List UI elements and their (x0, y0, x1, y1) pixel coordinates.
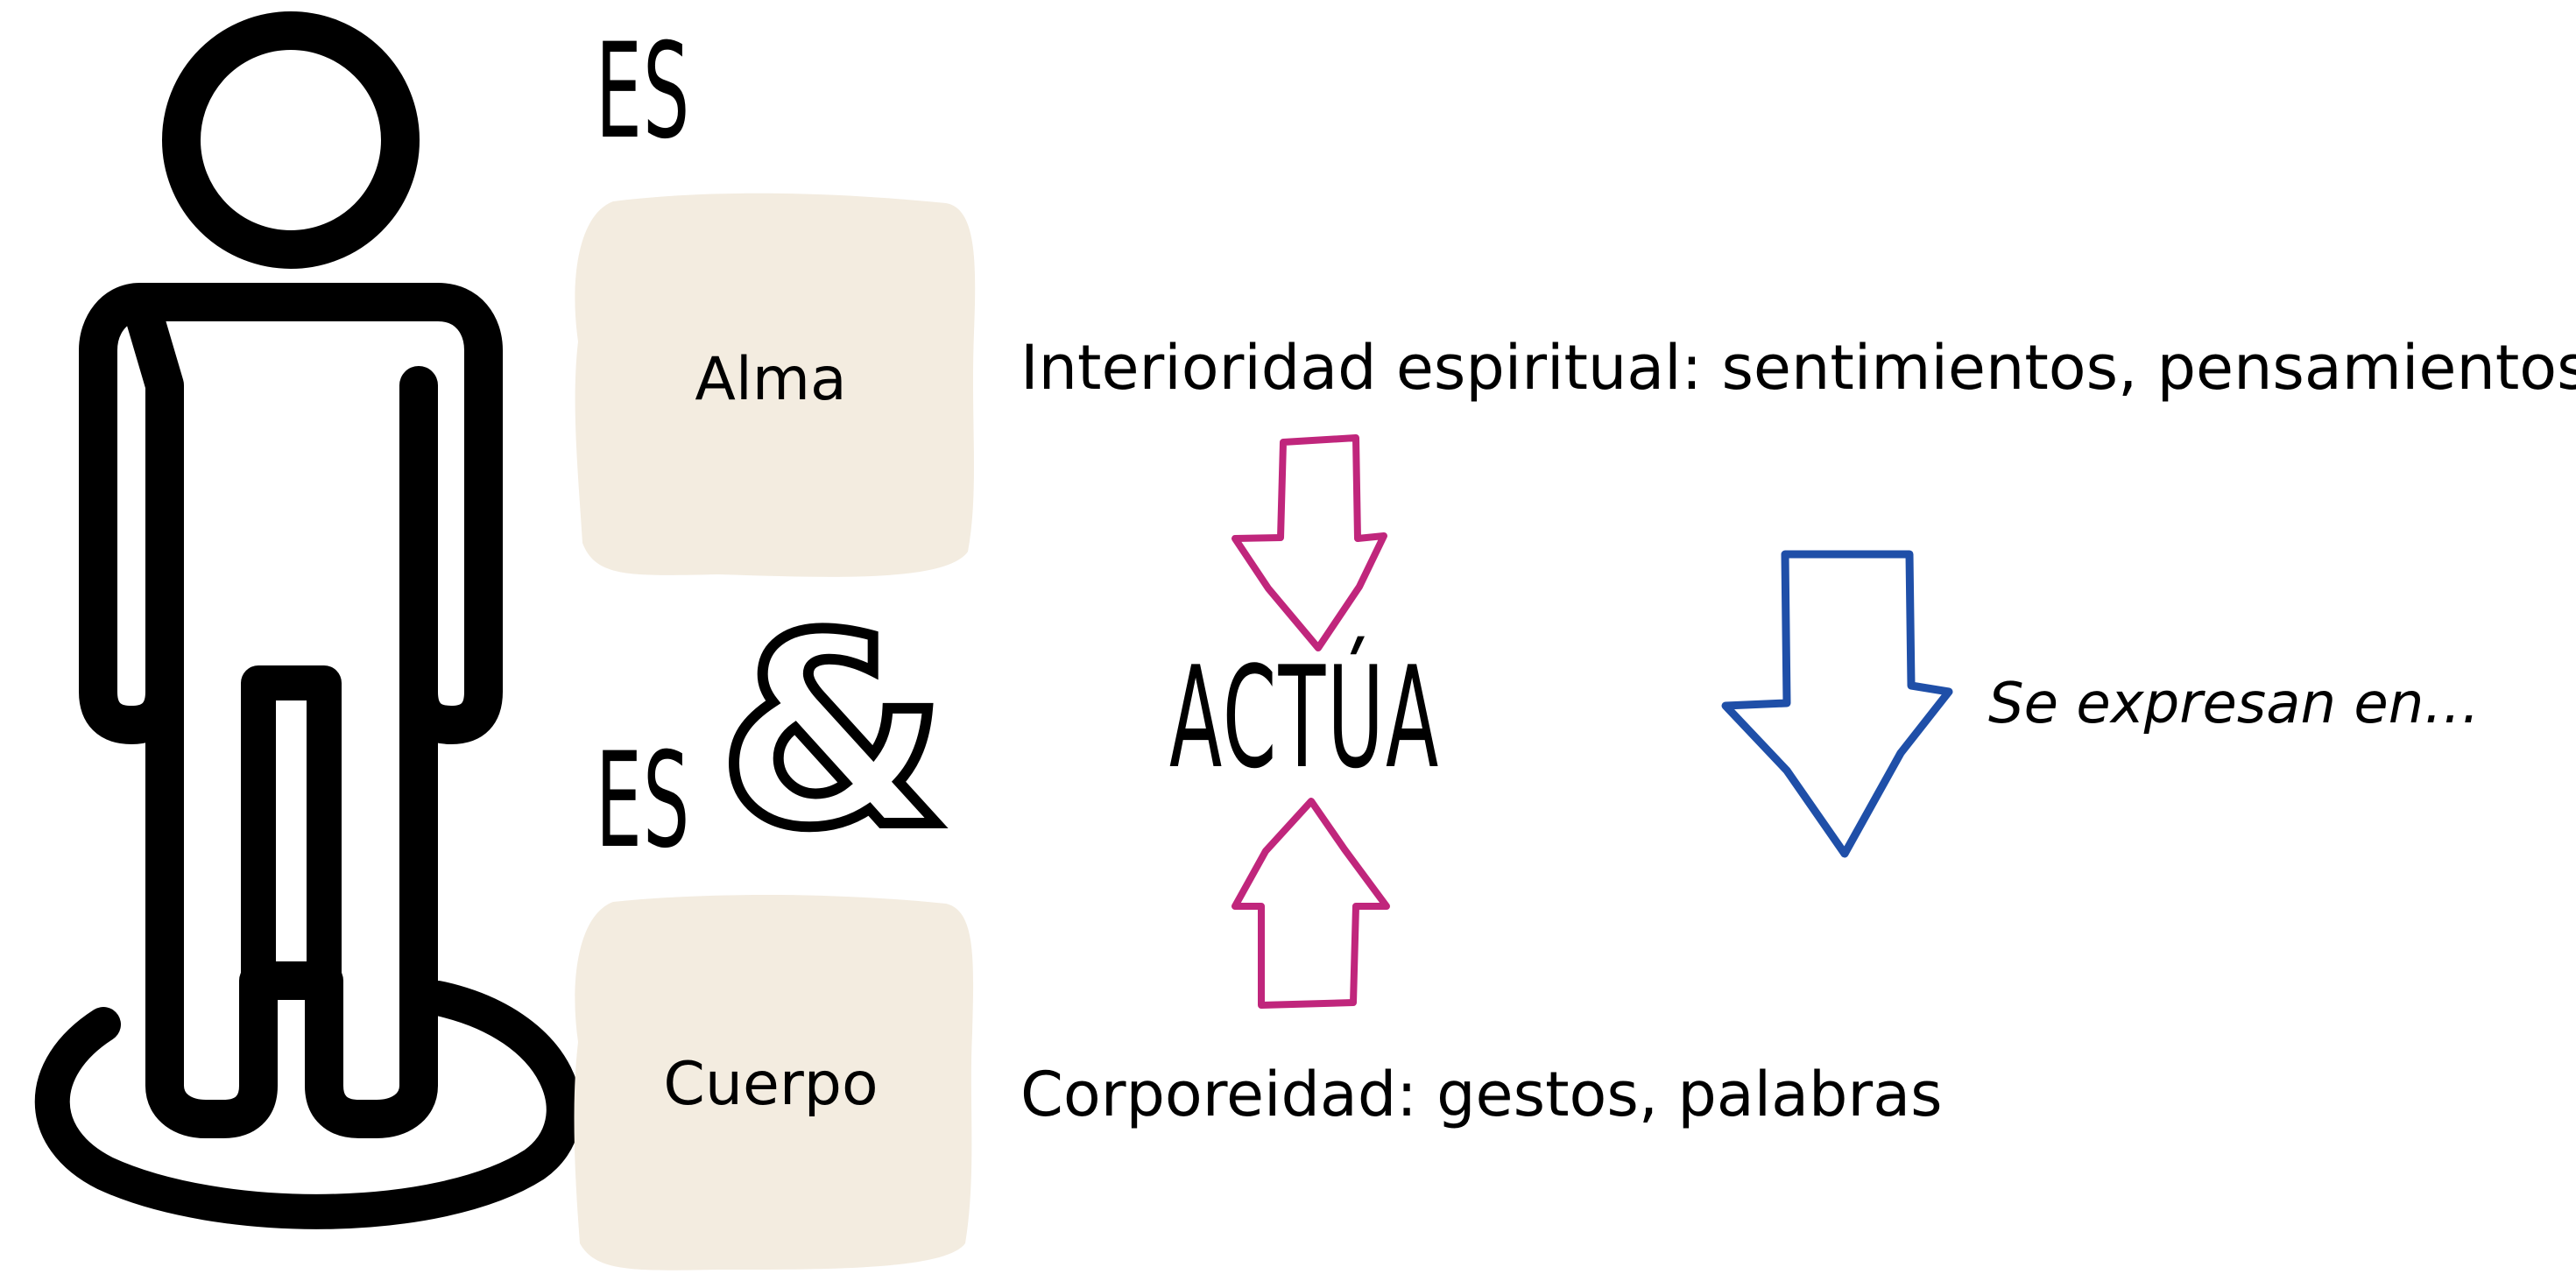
magenta-up-arrow-icon (1232, 798, 1390, 1009)
es-bottom-label: ES (596, 725, 691, 877)
cuerpo-label: Cuerpo (663, 1050, 879, 1119)
actua-label: ACTÚA (1169, 636, 1441, 799)
es-top-label: ES (596, 16, 691, 168)
cuerpo-box (574, 894, 974, 1270)
expresan-text: Se expresan en… (1988, 672, 2481, 736)
magenta-down-arrow-icon (1232, 434, 1387, 651)
blue-down-arrow-icon (1721, 550, 1953, 858)
interioridad-text: Interioridad espiritual: sentimientos, p… (1020, 332, 2576, 404)
alma-label: Alma (695, 345, 847, 414)
corporeidad-text: Corporeidad: gestos, palabras (1020, 1059, 1943, 1130)
person-icon (34, 11, 582, 1229)
ampersand-icon: & (718, 580, 948, 885)
alma-box (575, 193, 976, 577)
